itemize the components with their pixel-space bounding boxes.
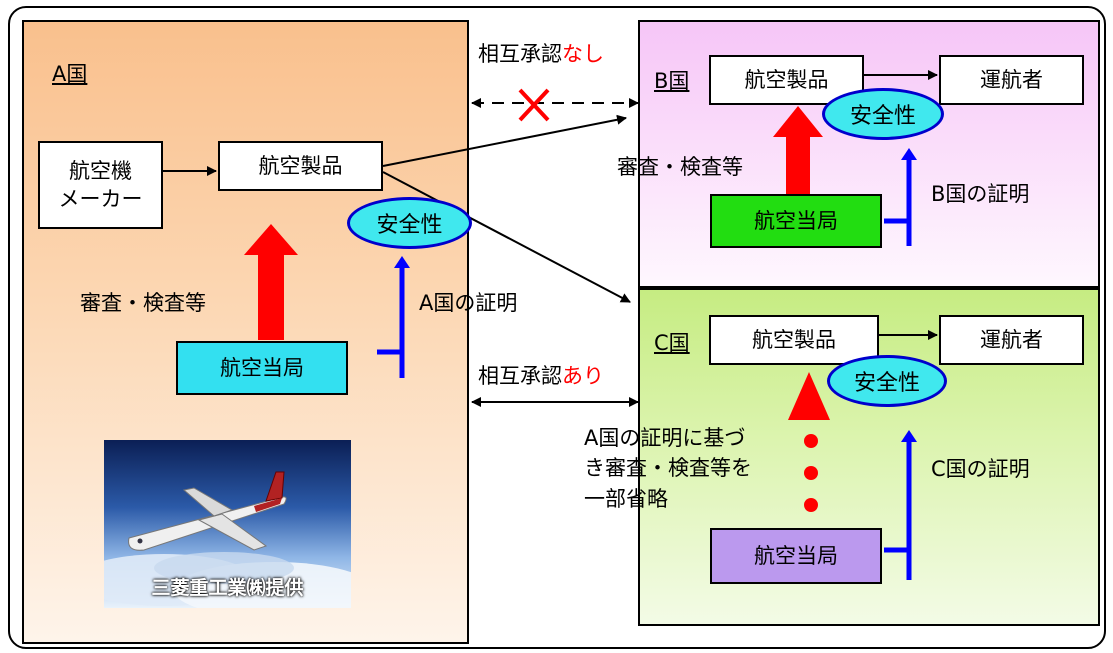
country-a-inspection-label: 審査・検査等 [80,291,206,315]
mutual-recognition-none-label: 相互承認なし [478,40,604,68]
export-to-b-arrow [382,114,627,167]
country-a-product-box: 航空製品 [218,141,383,191]
country-b-certification-arrow [884,148,917,246]
country-a-authority-box: 航空当局 [176,341,348,395]
country-c-certification-arrow [884,430,917,580]
country-b-certification-label: B国の証明 [931,182,1030,206]
country-a-label: A国 [52,62,88,86]
country-b-safety-badge: 安全性 [822,88,944,140]
country-c-inspection-arrow-head [788,372,830,420]
country-c-label: C国 [654,331,690,355]
country-a-inspection-arrow [244,224,298,340]
country-b-inspection-arrow [773,106,823,194]
country-c-partial-omission-label: A国の証明に基づ き審査・検査等を 一部省略 [584,426,752,511]
mutual-recognition-none-emphasis: なし [562,42,604,66]
country-b-inspection-label: 審査・検査等 [617,155,743,179]
aircraft-photo: 三菱重工業㈱提供 [104,440,351,608]
export-to-c-arrow [382,171,631,303]
aircraft-image [104,471,351,608]
country-b-authority-box: 航空当局 [710,194,882,248]
mutual-recognition-prefix: 相互承認 [478,42,562,66]
country-a-certification-label: A国の証明 [419,291,518,315]
country-c-authority-box: 航空当局 [710,528,882,584]
country-a-certification-arrow [377,256,410,378]
mutual-recognition-yes-emphasis: あり [562,364,604,388]
country-b-operator-box: 運航者 [939,55,1084,105]
country-c-dotted-inspection [804,434,818,512]
country-c-certification-label: C国の証明 [931,457,1030,481]
photo-caption: 三菱重工業㈱提供 [151,577,304,599]
country-a-safety-badge: 安全性 [347,197,472,249]
mutual-recognition-prefix: 相互承認 [478,364,562,388]
country-c-product-box: 航空製品 [709,315,879,365]
country-b-label: B国 [654,69,690,93]
manufacturer-box: 航空機 メーカー [38,141,163,229]
country-c-operator-box: 運航者 [939,315,1084,365]
country-c-safety-badge: 安全性 [827,355,947,407]
mutual-recognition-yes-label: 相互承認あり [478,362,604,390]
rejected-cross-icon [518,88,550,122]
